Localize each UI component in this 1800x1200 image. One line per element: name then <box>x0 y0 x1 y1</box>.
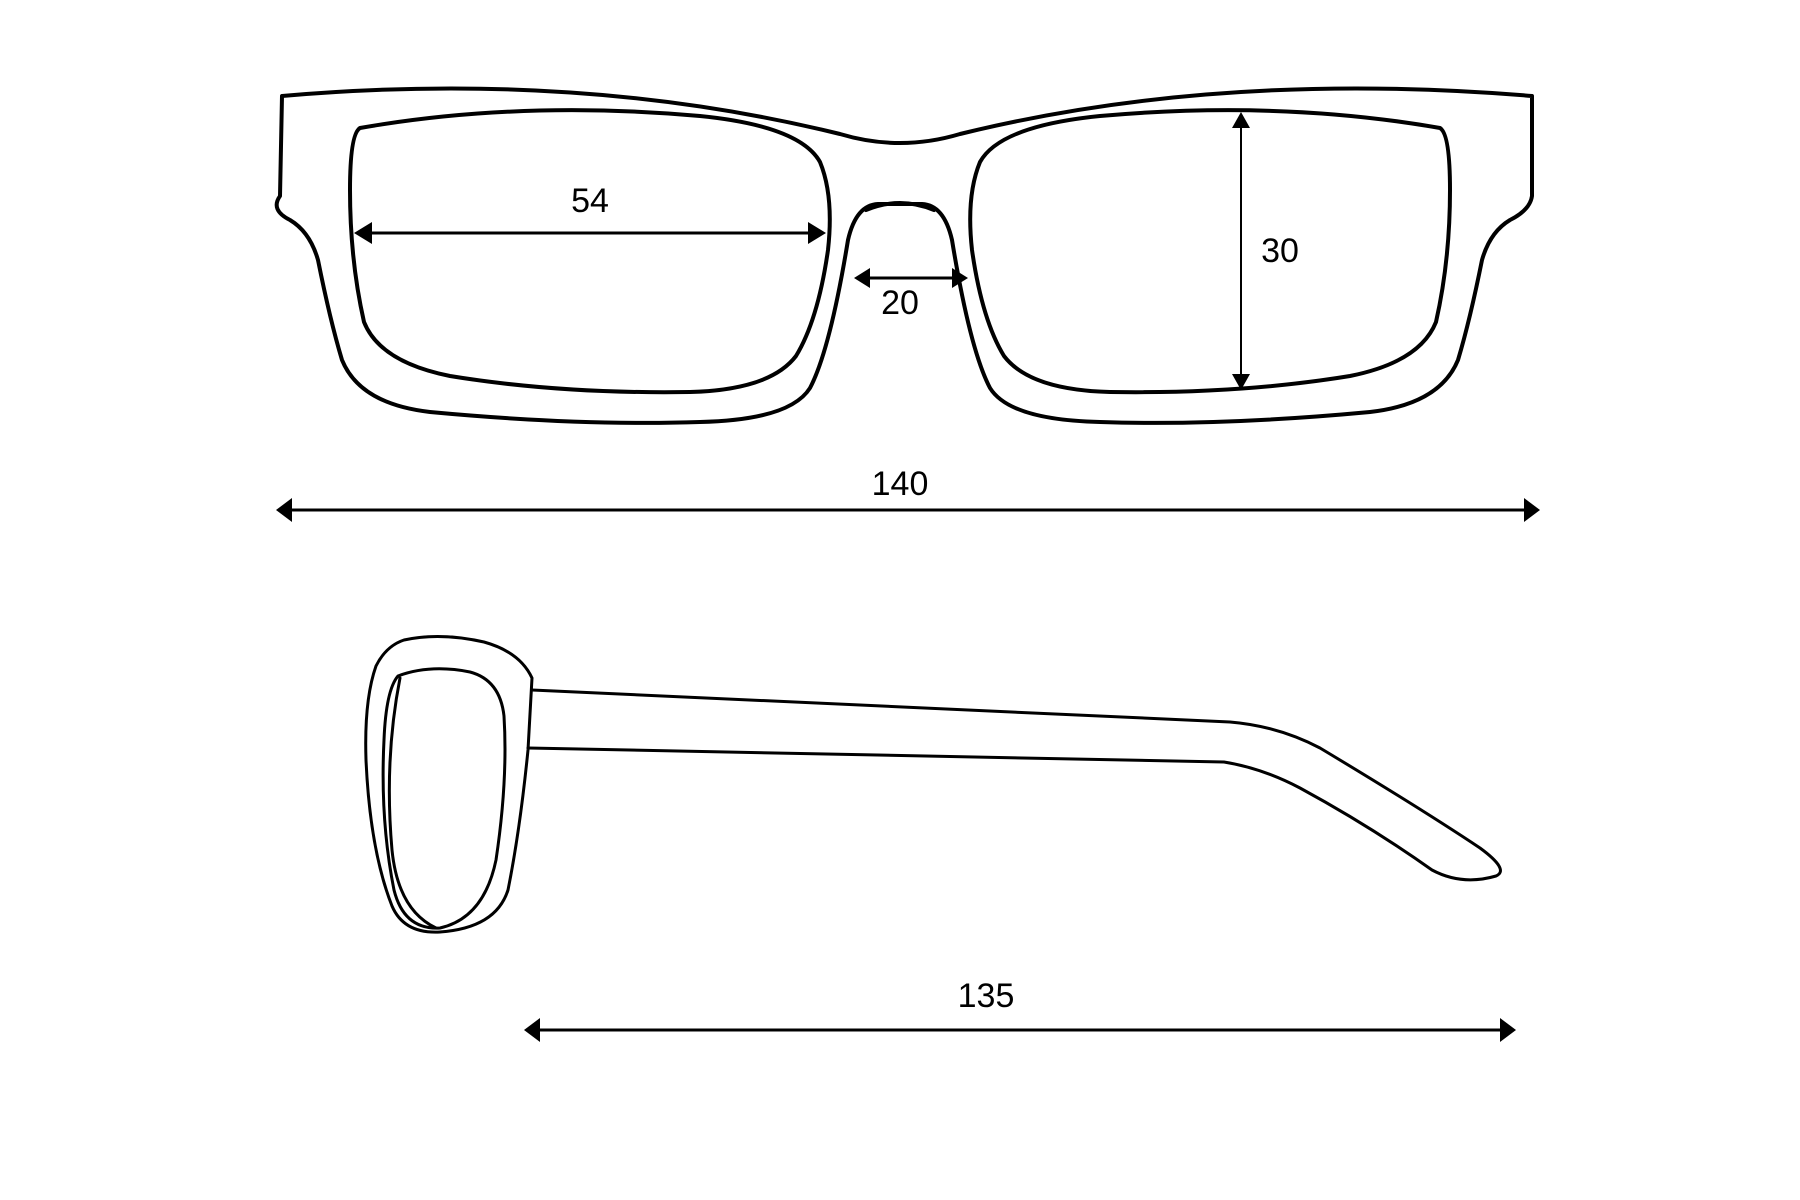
temple-length-dimension: 135 <box>524 977 1516 1042</box>
temple-length-label: 135 <box>958 977 1015 1015</box>
bridge-width-dimension: 20 <box>854 268 968 322</box>
frame-width-arrow-left <box>276 498 292 522</box>
frame-width-label: 140 <box>872 465 929 503</box>
front-view <box>274 86 1534 425</box>
lens-height-dimension: 30 <box>1232 112 1299 390</box>
temple-length-arrow-right <box>1500 1018 1516 1042</box>
side-lens-edge-outline <box>387 676 438 930</box>
bridge-width-label: 20 <box>881 284 919 322</box>
lens-width-dimension: 54 <box>354 182 826 244</box>
right-lens-outline <box>968 108 1452 395</box>
bridge-width-arrow-right <box>952 268 968 288</box>
side-rim-outer-outline <box>364 634 534 934</box>
bridge-width-arrow-left <box>854 268 870 288</box>
lens-height-arrow-top <box>1232 112 1250 128</box>
nose-bridge-outline <box>864 201 936 212</box>
frame-width-arrow-right <box>1524 498 1540 522</box>
frame-width-dimension: 140 <box>276 465 1540 522</box>
lens-width-label: 54 <box>571 182 609 220</box>
lens-height-arrow-bottom <box>1232 374 1250 390</box>
side-rim-inner-outline <box>381 667 507 930</box>
lens-height-label: 30 <box>1261 232 1299 270</box>
left-lens-outline <box>348 108 832 395</box>
temple-length-arrow-left <box>524 1018 540 1042</box>
lens-width-arrow-right <box>808 222 826 244</box>
temple-arm-outline <box>526 688 1502 882</box>
side-view <box>364 634 1502 934</box>
lens-width-arrow-left <box>354 222 372 244</box>
frame-outer-outline <box>274 86 1534 425</box>
